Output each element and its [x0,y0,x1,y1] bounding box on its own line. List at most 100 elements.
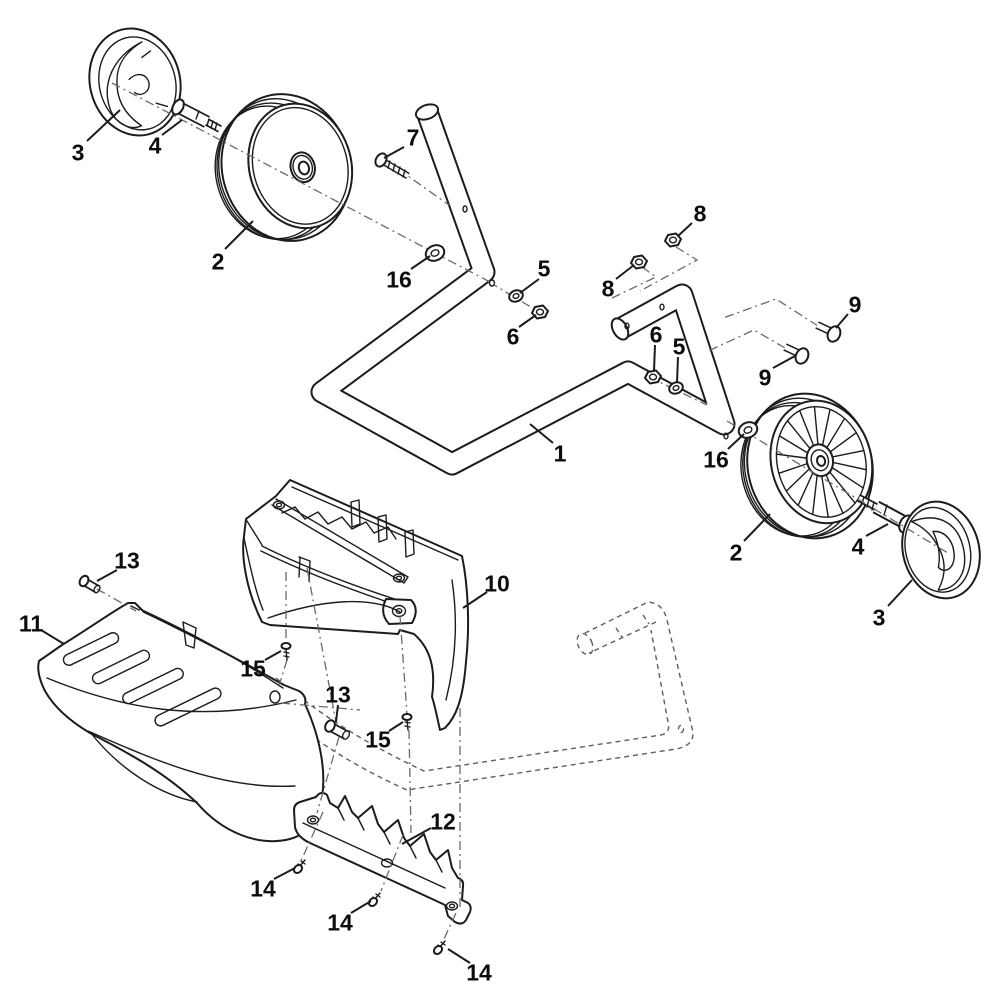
wheel-spoke [778,435,809,454]
callout-label-6: 6 [650,321,663,347]
hub-cap-right [901,500,981,600]
wheel-spoke [829,432,858,453]
callout-label-6: 6 [507,323,520,349]
screw-14-bottom [432,940,446,956]
callout-leader-line-9 [772,355,796,369]
callout-label-9: 9 [759,364,772,390]
washer-5-right [668,381,684,395]
callout-leader-line-3 [887,579,913,607]
wheel-spoke [813,405,819,446]
wheel-spoke [831,466,864,489]
hub-cap-left [88,27,182,137]
washer-16-left [424,244,446,262]
callout-leader-line-2 [224,220,254,250]
callout-leader-line-4 [865,523,889,537]
callout-leader-line-11 [40,629,65,645]
wheel-spoke [829,471,856,504]
callout-leader-line-16 [410,255,431,270]
callout-label-10: 10 [484,570,510,596]
callout-label-11: 11 [19,610,44,636]
callout-label-16: 16 [703,446,729,472]
callout-leader-line-5 [676,356,679,384]
callout-leader-line-8 [677,222,693,237]
screw-7 [374,152,410,180]
callout-leader-line-15 [264,650,282,661]
mounting-rail [293,791,472,925]
axle-bolt-right [857,494,914,534]
callout-label-8: 8 [694,200,707,226]
guard-cover [37,602,325,843]
callout-label-3: 3 [873,604,886,630]
wheel-left [214,93,354,242]
callout-label-3: 3 [72,139,85,165]
callout-leader-line-14 [447,948,471,964]
callout-label-13: 13 [325,681,351,707]
callout-label-1: 1 [554,440,567,466]
wheel-spoke [798,409,815,447]
wheel-spoke [832,461,867,471]
assembly-guide-lines [96,82,949,940]
callout-leader-line-15 [388,721,404,732]
callout-label-14: 14 [327,909,353,935]
wheel-spoke [778,462,808,475]
hex-nut-8-top [664,232,682,248]
wheel-right [740,392,874,540]
callout-leader-line-2 [743,513,771,542]
callout-leader-line-14 [350,900,372,914]
callout-leader-line-5 [519,278,540,294]
callout-leader-line-4 [161,119,183,136]
callout-leader-line-6 [653,344,656,372]
screw-15-right [401,713,413,731]
screw-15-left [280,642,292,661]
callout-label-15: 15 [240,655,266,681]
wheel-spoke [821,408,831,446]
washer-5-left [508,289,524,303]
callout-label-4: 4 [149,132,162,158]
wheel-spoke [831,449,865,458]
callout-label-14: 14 [250,875,276,901]
callout-label-9: 9 [849,291,862,317]
callout-label-12: 12 [430,808,456,834]
callout-leader-line-16 [727,433,745,450]
callout-label-5: 5 [538,255,551,281]
callout-leader-line-6 [518,314,537,328]
wheel-spoke [821,475,829,518]
callout-label-2: 2 [212,248,225,274]
hex-nut-8-left [630,254,648,270]
callout-label-13: 13 [114,547,140,573]
wheel-spoke [786,420,811,450]
wheel-spoke [775,453,808,459]
bolt-9-upper [815,321,842,343]
callout-leader-line-1 [529,423,554,444]
callout-leader-line-10 [462,591,488,609]
callout-label-4: 4 [852,533,865,559]
axle-bolt-left [171,98,222,133]
callout-leader-line-12 [401,827,432,845]
callout-leader-line-13 [335,704,339,723]
callout-leader-line-3 [86,109,121,142]
hex-nut-6-right [644,369,662,385]
screw-13-middle [324,719,351,740]
frame-tube [310,103,736,476]
callout-label-14: 14 [466,959,492,985]
screw-14-left [292,859,306,875]
callout-leader-line-8 [615,264,635,280]
screw-13-upper [78,574,101,594]
wheel-spoke [797,472,814,507]
callout-label-15: 15 [365,726,391,752]
callout-label-7: 7 [407,124,420,150]
callout-leader-line-13 [96,569,118,582]
wheel-spoke [785,468,811,492]
callout-label-8: 8 [602,275,615,301]
callout-label-5: 5 [673,333,686,359]
callout-leader-line-9 [835,313,849,329]
callout-leader-line-7 [383,146,405,159]
callout-leader-line-14 [273,867,296,880]
wheel-spoke [826,417,846,449]
callout-label-16: 16 [386,266,412,292]
screw-14-middle [367,892,381,908]
deflector-housing [242,479,470,731]
